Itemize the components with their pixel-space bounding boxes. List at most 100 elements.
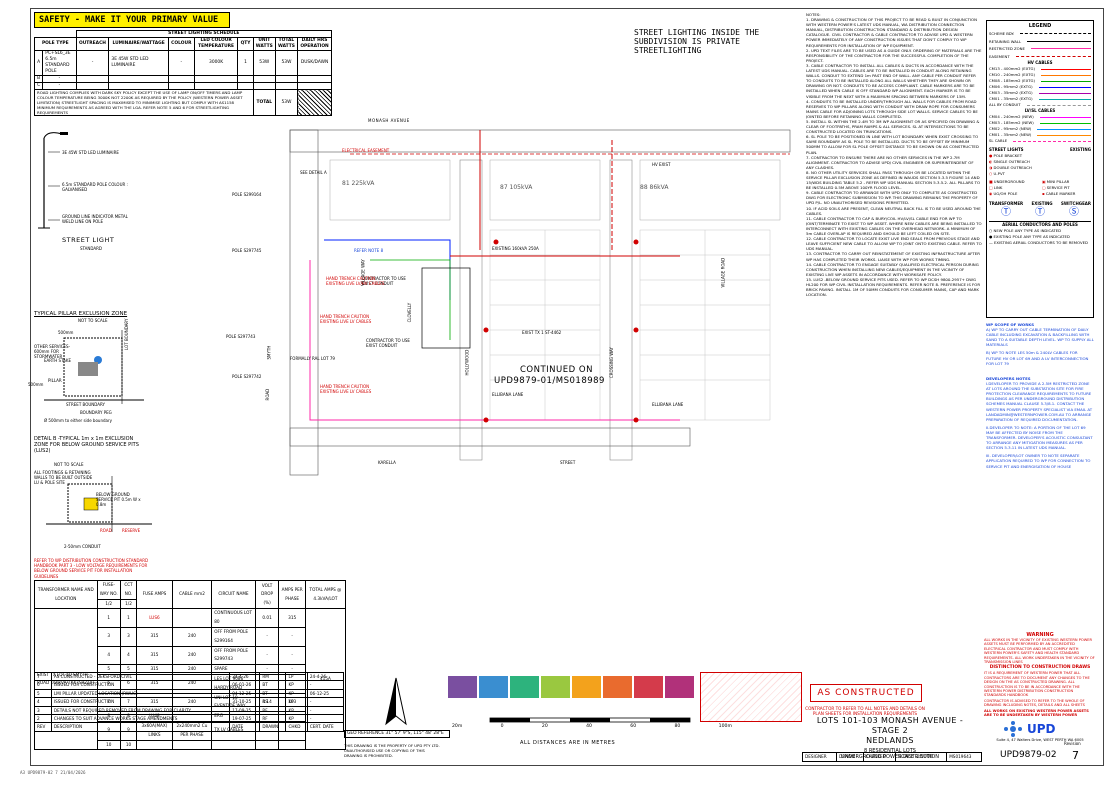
- legend-symbol: □ LINK: [989, 185, 1003, 191]
- road-label-smyth: SMYTH: [266, 345, 272, 360]
- safety-icon: [541, 676, 570, 698]
- continued-label: CONTINUED ON: [520, 365, 593, 375]
- note-item: 2. UPD TEXT FILES ARE TO BE USED AS A GU…: [806, 47, 982, 63]
- legend-row: CM13 - 400mm2 (EXTG): [989, 66, 1091, 72]
- project-number: MS019643: [946, 752, 982, 762]
- note-item: 4. CONDUITS TO BE INSTALLED UNDER/THROUG…: [806, 98, 978, 119]
- map-note-easement: ELECTRICAL EASEMENT: [342, 148, 390, 153]
- map-red-note: HAND TRENCH CAUTION EXISTING LIVE LV/HV …: [326, 276, 385, 287]
- schedule-note: ROAD LIGHTING COMPLIES WITH DARK SKY POL…: [34, 89, 254, 116]
- note-item: 10. IF ACID SOILS ARE PRESENT, CLEAN NEU…: [806, 205, 981, 216]
- map-note-conduit: CONTRACTOR TO USE EXIST CONDUIT: [362, 276, 406, 287]
- detail-b-label-conduit: 2-50mm CONDUIT: [64, 544, 101, 549]
- legend-symbol: ■ UNDERGROUND: [989, 179, 1025, 185]
- circuit-header: CIRCUIT NAME: [211, 579, 256, 610]
- map-note-pole: POLE S297743: [226, 334, 256, 339]
- north-arrow-icon: [385, 677, 407, 726]
- legend-row: — EXISTING AERIAL CONDUCTORS TO BE REMOV…: [989, 240, 1088, 246]
- legend-row: CM01 - 35mm2 (EXTG): [989, 96, 1091, 102]
- circuit-header: AMPS PER PHASE: [278, 579, 306, 610]
- pillar-label-dim: 500mm: [58, 330, 74, 335]
- schedule-header: DAILY HRS OPERATION: [297, 37, 332, 51]
- circuit-header: CCT NO.: [119, 580, 138, 600]
- circuit-header: TRANSFORMER NAME AND LOCATION: [34, 579, 98, 610]
- legend-lv-title: LV/SL CABLES: [1024, 108, 1056, 113]
- note-item: 8. NO OTHER UTILITY SERVICES SHALL PASS …: [806, 169, 981, 191]
- lot-block-label: 81 225kVA: [342, 180, 375, 187]
- notes-title: NOTES:: [806, 12, 821, 17]
- detail-b-red-note: REFER TO WP DISTRIBUTION CONSTRUCTION ST…: [34, 558, 149, 579]
- map-red-note: HAND TRENCH CAUTION EXISTING LIVE LV CAB…: [320, 384, 372, 395]
- legend-symbol: ▣ MINI PILLAR: [1042, 179, 1070, 185]
- road-label-hollywood: HOLLYWOOD: [464, 349, 470, 376]
- schedule-header: TOTAL WATTS: [274, 37, 299, 51]
- note-item: 7. CONTRACTOR TO ENSURE THERE ARE NO OTH…: [806, 154, 974, 170]
- legend-row: ◑ DOUBLE OUTREACH: [989, 165, 1032, 171]
- road-label-karella: KARELLA: [378, 460, 396, 465]
- legend-row: SCHEME BDY.: [989, 30, 1091, 38]
- street-lighting-schedule: STREET LIGHTING SCHEDULE POLE TYPE OUTRE…: [33, 30, 333, 116]
- map-note-detail: SEE DETAIL A: [300, 170, 327, 175]
- map-note-pole: POLE S297742: [232, 374, 262, 379]
- drawing-sheet-border: [30, 8, 1104, 766]
- lot-block-label: 88 86kVA: [640, 184, 669, 191]
- legend-switchgear: SWITCHGEAR: [1061, 201, 1091, 206]
- pillar-label-earth: EARTH STAKE: [44, 358, 72, 363]
- circuit-header: CABLE mm2: [171, 579, 213, 610]
- safety-icon: [448, 676, 477, 698]
- legend-row: ◐ SINGLE OUTREACH: [989, 159, 1030, 165]
- note-item: 5. INSTALL SL WITHIN THE 2.4M TO 3M WP A…: [806, 118, 980, 135]
- continued-drawing-ref: UPD9879-01/MS018989: [494, 376, 605, 386]
- pillar-label-peg: BOUNDARY PEG: [80, 410, 112, 415]
- circuit-header: FUSE-WAY NO.: [96, 580, 121, 600]
- note-item: 12. CABLE CONTRACTOR TO LOCATE EXIST LIV…: [806, 236, 982, 252]
- road-label-crossing: CROSSING WAY: [608, 347, 614, 379]
- circuit-header: VOLT DROP (%): [254, 579, 280, 610]
- road-label-ellibana: ELLIBANA LANE: [492, 392, 524, 397]
- note-item: 13. CONTRACTOR TO CARRY OUT REINSTATEMEN…: [806, 251, 980, 262]
- company-name: UPD: [1027, 722, 1056, 736]
- legend-row: CM02 - 95mm2 (NEW): [989, 126, 1091, 132]
- safety-icon: [479, 676, 508, 698]
- schedule-header: QTY: [237, 37, 254, 51]
- map-note-existing: EXISTING 160kVA 250A: [492, 246, 539, 251]
- print-stamp: A3 UPD9879-02 7 21/04/2026: [20, 770, 86, 775]
- legend-row: SL CABLE: [989, 138, 1091, 144]
- project-name: LOTS 101-103 MONASH AVENUE - STAGE 2: [816, 716, 964, 735]
- pole-label: 6.5m STANDARD POLE COLOUR : GALVANISED: [62, 182, 128, 193]
- map-note-hv: HV EXIST: [652, 162, 671, 167]
- note-item: 11. CABLE CONTRACTOR TO CAP & BURY/COIL …: [806, 215, 982, 237]
- legend-row: ○ NEW POLE ANY TYPE AS INDICATED: [989, 228, 1062, 234]
- map-note-refer: REFER NOTE 8: [354, 248, 384, 253]
- title-block-table: DESIGNER DRAWN CHECKED SCALE 1:1000 MS01…: [801, 752, 982, 762]
- legend-row: CM03 - 35mm2 (EXTG): [989, 90, 1091, 96]
- map-note-pole: POLE S299164: [232, 192, 262, 197]
- detail-b-label-reserve: RESERVE: [122, 528, 141, 533]
- schedule-header: LED COLOUR TEMPERATURE: [193, 37, 239, 51]
- legend-symbol: ▢ SERVICE PIT: [1042, 185, 1070, 191]
- drawn-label: DRAWN: [836, 752, 864, 762]
- map-note-ral: FORMALLY RAL LOT 79: [290, 356, 335, 361]
- warning-symbols-panel: [700, 672, 802, 722]
- legend-row: RETAINING WALL: [989, 38, 1091, 46]
- developer-note: II.DEVELOPER TO NOTE: A PORTION OF THE L…: [986, 424, 1093, 451]
- warning-text: ALL WORKS IN THE VICINITY OF EXISTING WE…: [984, 638, 1095, 665]
- safety-icon: [665, 676, 694, 698]
- street-light-subtitle: STANDARD: [80, 246, 103, 251]
- street-light-title: STREET LIGHT: [62, 236, 115, 244]
- detail-b-label-footings: ALL FOOTINGS & RETAINING WALLS TO BE BUI…: [34, 470, 93, 486]
- pillar-zone-footer: Ø 500mm to either side boundary: [44, 418, 112, 423]
- note-item: 3. CABLE CONTRACTOR TO INSTALL ALL CABLE…: [806, 62, 976, 99]
- road-label-monash: MONASH AVENUE: [368, 118, 410, 123]
- detail-b-diagram: [46, 476, 152, 532]
- map-note-tx: EXIST TX 1 ST-4462: [522, 330, 562, 335]
- detail-b-label-road: ROAD: [100, 528, 112, 533]
- note-item: 15. LUS2 -BELOW GROUND SERVICE PITS USED…: [806, 276, 981, 298]
- project-suburb: NEDLANDS: [866, 736, 914, 745]
- warning-title: WARNING: [1026, 632, 1054, 638]
